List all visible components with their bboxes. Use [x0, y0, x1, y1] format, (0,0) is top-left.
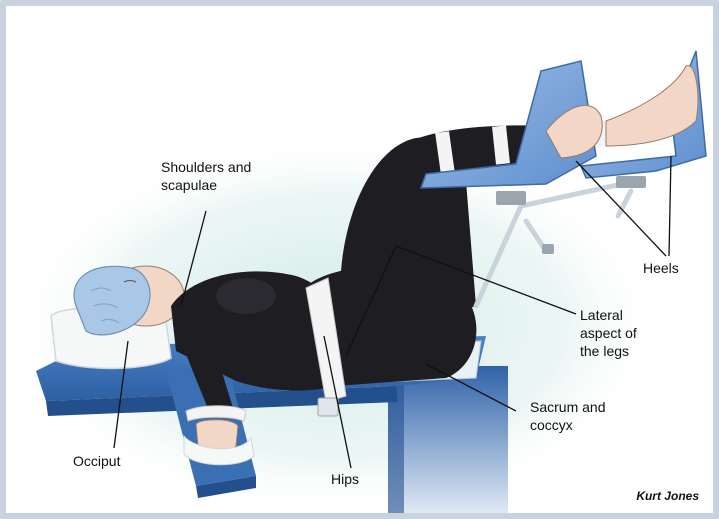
leader-heels-2 — [669, 156, 671, 256]
label-shoulders-and-scapulae: Shoulders and scapulae — [161, 158, 251, 194]
label-sacrum-and-coccyx: Sacrum and coccyx — [530, 398, 605, 434]
lithotomy-position-illustration — [6, 6, 713, 513]
label-occiput: Occiput — [73, 452, 120, 470]
artist-credit: Kurt Jones — [636, 489, 699, 503]
label-lateral-aspect-of-legs: Lateral aspect of the legs — [580, 306, 637, 360]
table-base — [388, 366, 508, 513]
label-hips: Hips — [331, 470, 359, 488]
strap-buckle — [318, 398, 338, 416]
label-heels: Heels — [643, 259, 679, 277]
patient-chest — [216, 278, 276, 314]
